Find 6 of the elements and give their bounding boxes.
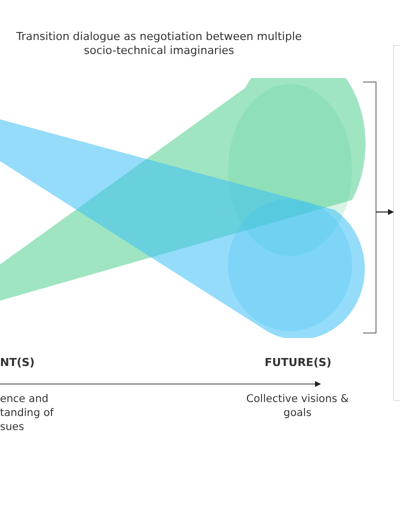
axis-label: NT(S) (0, 356, 35, 370)
description-text: Collective visions & goals (245, 392, 350, 420)
diagram-title: Transition dialogue as negotiation between multiple socio-technical imaginaries (15, 30, 303, 58)
axis-label: FUTURE(S) (264, 356, 332, 370)
description-text: ence and tanding of sues (0, 392, 55, 434)
arrow (376, 209, 394, 215)
